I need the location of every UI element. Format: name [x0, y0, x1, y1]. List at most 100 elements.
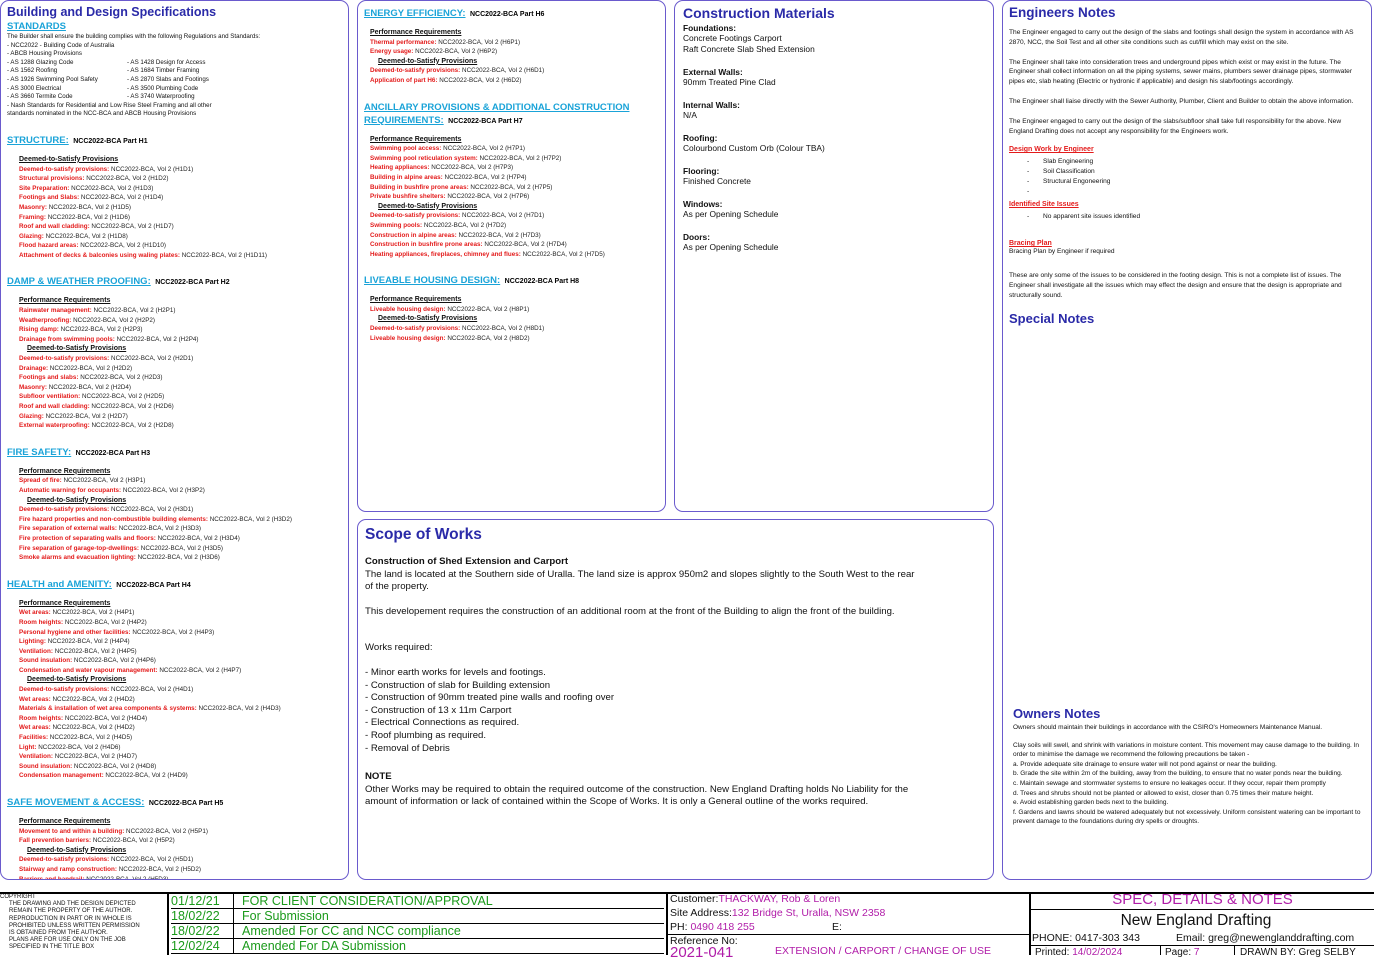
work-item: - Construction of 13 x 11m Carport — [365, 704, 512, 716]
spec-item: Fire hazard properties and non-combustib… — [19, 515, 342, 525]
spec-item-ref: NCC2022-BCA, Vol 2 (H2P4) — [116, 335, 199, 343]
site-address-field: Site Address:132 Bridge St, Uralla, NSW … — [670, 907, 885, 919]
spec-item-ref: NCC2022-BCA, Vol 2 (H2P3) — [60, 326, 143, 334]
construction-materials-panel: Construction Materials Foundations:Concr… — [674, 0, 994, 512]
spec-item: Room heights: NCC2022-BCA, Vol 2 (H4D4) — [19, 714, 342, 724]
standards-heading: STANDARDS — [7, 21, 66, 32]
spec-item: Spread of fire: NCC2022-BCA, Vol 2 (H3P1… — [19, 476, 342, 486]
group-heading: Performance Requirements — [370, 135, 462, 143]
engineers-paragraph: The Engineer engaged to carry out the de… — [1009, 29, 1354, 46]
spec-item: Rainwater management: NCC2022-BCA, Vol 2… — [19, 306, 342, 316]
scope-subtitle: Construction of Shed Extension and Carpo… — [365, 556, 569, 567]
ph-label: PH: — [670, 921, 688, 933]
customer-label: Customer: — [670, 893, 719, 905]
copyright-line: REMAIN THE PROPERTY OF THE AUTHOR. — [9, 908, 133, 915]
section-heading: FIRE SAFETY: NCC2022-BCA Part H3 — [7, 445, 342, 459]
spec-item: Application of part H6: NCC2022-BCA, Vol… — [370, 76, 659, 86]
spec-item: Wet areas: NCC2022-BCA, Vol 2 (H4P1) — [19, 608, 342, 618]
spec-item-ref: NCC2022-BCA, Vol 2 (H4P5) — [54, 647, 137, 655]
spec-item-label: Swimming pool reticulation system: — [370, 154, 478, 162]
owners-clay: Clay soils will swell, and shrink with v… — [1013, 741, 1359, 759]
spec-item-ref: NCC2022-BCA, Vol 2 (H6D2) — [439, 76, 522, 84]
spec-item-label: Barriers and handrail: — [19, 875, 85, 880]
spec-item-label: Stairway and ramp construction: — [19, 865, 117, 873]
spec-item: External waterproofing: NCC2022-BCA, Vol… — [19, 421, 342, 431]
spec-item-ref: NCC2022-BCA, Vol 2 (H1D10) — [80, 242, 166, 250]
phone-field: PH: 0490 418 255 — [670, 921, 755, 933]
spec-item-ref: NCC2022-BCA, Vol 2 (H4P4) — [47, 638, 130, 646]
material-label: Doors: — [683, 232, 710, 242]
spec-item-label: Building in alpine areas: — [370, 173, 443, 181]
material-label: External Walls: — [683, 67, 743, 77]
spec-item: Weatherproofing: NCC2022-BCA, Vol 2 (H2P… — [19, 316, 342, 326]
owners-list-item: c. Maintain sewage and stormwater system… — [1013, 779, 1326, 787]
company-email: Email: greg@newenglanddrafting.com — [1176, 932, 1355, 944]
section-heading: ANCILLARY PROVISIONS & ADDITIONAL CONSTR… — [364, 100, 659, 127]
spec-item: Personal hygiene and other facilities: N… — [19, 628, 342, 638]
material-value: Raft Concrete Slab Shed Extension — [683, 44, 815, 54]
spec-item-ref: NCC2022-BCA, Vol 2 (H4P2) — [64, 618, 147, 626]
spec-item: Movement to and within a building: NCC20… — [19, 827, 342, 837]
section-part: NCC2022-BCA Part H6 — [469, 11, 545, 18]
group-heading: Performance Requirements — [19, 599, 111, 607]
spec-item-label: Fire hazard properties and non-combustib… — [19, 515, 208, 523]
group-heading: Deemed-to-Satisfy Provisions — [19, 155, 119, 163]
section-part: NCC2022-BCA Part H8 — [504, 278, 580, 286]
spec-item: Deemed-to-satisfy provisions: NCC2022-BC… — [19, 354, 342, 364]
drawn-by: DRAWN BY: Greg SELBY — [1240, 947, 1356, 958]
spec-item-ref: NCC2022-BCA, Vol 2 (H2P2) — [73, 316, 156, 324]
spec-item: Liveable housing design: NCC2022-BCA, Vo… — [370, 305, 659, 315]
spec-item-ref: NCC2022-BCA, Vol 2 (H2P1) — [93, 307, 176, 315]
revision-date: 12/02/24 — [171, 939, 234, 953]
spec-item-ref: NCC2022-BCA, Vol 2 (H4D5) — [49, 734, 133, 742]
material-value: Concrete Footings Carport — [683, 33, 782, 43]
spec-item-label: Framing: — [19, 213, 46, 221]
owners-notes: Owners Notes Owners should maintain thei… — [1013, 706, 1368, 827]
spec-item-label: Deemed-to-satisfy provisions: — [370, 325, 461, 333]
standard-right: - AS 2870 Slabs and Footings — [127, 75, 209, 83]
section-heading: DAMP & WEATHER PROOFING: NCC2022-BCA Par… — [7, 274, 342, 288]
customer-field: Customer:THACKWAY, Rob & Loren — [670, 893, 1028, 905]
section-name: ENERGY EFFICIENCY: — [364, 8, 466, 19]
spec-item-label: Automatic warning for occupants: — [19, 486, 122, 494]
work-item: - Roof plumbing as required. — [365, 729, 487, 741]
spec-item-ref: NCC2022-BCA, Vol 2 (H7P6) — [447, 193, 530, 201]
spec-item-ref: NCC2022-BCA, Vol 2 (H3D3) — [118, 525, 201, 533]
scope-para-1: The land is located at the Southern side… — [365, 568, 915, 593]
spec-item: Wet areas: NCC2022-BCA, Vol 2 (H4D2) — [19, 695, 342, 705]
spec-item-label: Application of part H6: — [370, 76, 438, 84]
spec-item-ref: NCC2022-BCA, Vol 2 (H1D2) — [86, 175, 169, 183]
design-work-item: Slab Engineering — [1009, 157, 1365, 167]
spec-item-label: Construction in bushfire prone areas: — [370, 241, 483, 249]
section-heading: HEALTH and AMENITY: NCC2022-BCA Part H4 — [7, 577, 342, 591]
spec-item-ref: NCC2022-BCA, Vol 2 (H7D4) — [484, 241, 567, 249]
spec-item-ref: NCC2022-BCA, Vol 2 (H1D7) — [91, 223, 174, 231]
section-name: HEALTH and AMENITY: — [7, 578, 112, 590]
scope-para-2: This developement requires the construct… — [365, 605, 895, 617]
owners-list-item: b. Grade the site within 2m of the build… — [1013, 770, 1343, 778]
engineers-paragraph: The Engineer engaged to carry out the de… — [1009, 117, 1342, 135]
spec-item-ref: NCC2022-BCA, Vol 2 (H2D1) — [111, 355, 194, 363]
spec-item-ref: NCC2022-BCA, Vol 2 (H8D1) — [462, 325, 545, 333]
spec-item-label: Lighting: — [19, 638, 46, 646]
spec-item-label: Deemed-to-satisfy provisions: — [370, 212, 461, 220]
owners-list-item: f. Gardens and lawns should be watered a… — [1013, 808, 1361, 826]
spec-item-label: Wet areas: — [19, 695, 51, 703]
spec-item: Deemed-to-satisfy provisions: NCC2022-BC… — [19, 685, 342, 695]
spec-item: Glazing: NCC2022-BCA, Vol 2 (H2D7) — [19, 412, 342, 422]
spec-item-label: Swimming pool access: — [370, 145, 442, 153]
copyright-line: COPYRIGHT — [0, 894, 36, 900]
spec-item-label: Fire protection of separating walls and … — [19, 534, 156, 542]
spec-item-label: Light: — [19, 743, 37, 751]
spec-item-label: Materials & installation of wet area com… — [19, 705, 197, 713]
spec-item-ref: NCC2022-BCA, Vol 2 (H7P1) — [443, 145, 526, 153]
spec-item-ref: NCC2022-BCA, Vol 2 (H6P2) — [415, 48, 498, 56]
spec-item: Thermal performance: NCC2022-BCA, Vol 2 … — [370, 38, 659, 48]
spec-item-ref: NCC2022-BCA, Vol 2 (H6P1) — [438, 38, 521, 46]
spec-item: Footings and slabs: NCC2022-BCA, Vol 2 (… — [19, 373, 342, 383]
spec-item-label: Glazing: — [19, 232, 44, 240]
ref-rule — [668, 934, 1029, 935]
scope-title: Scope of Works — [365, 526, 482, 543]
